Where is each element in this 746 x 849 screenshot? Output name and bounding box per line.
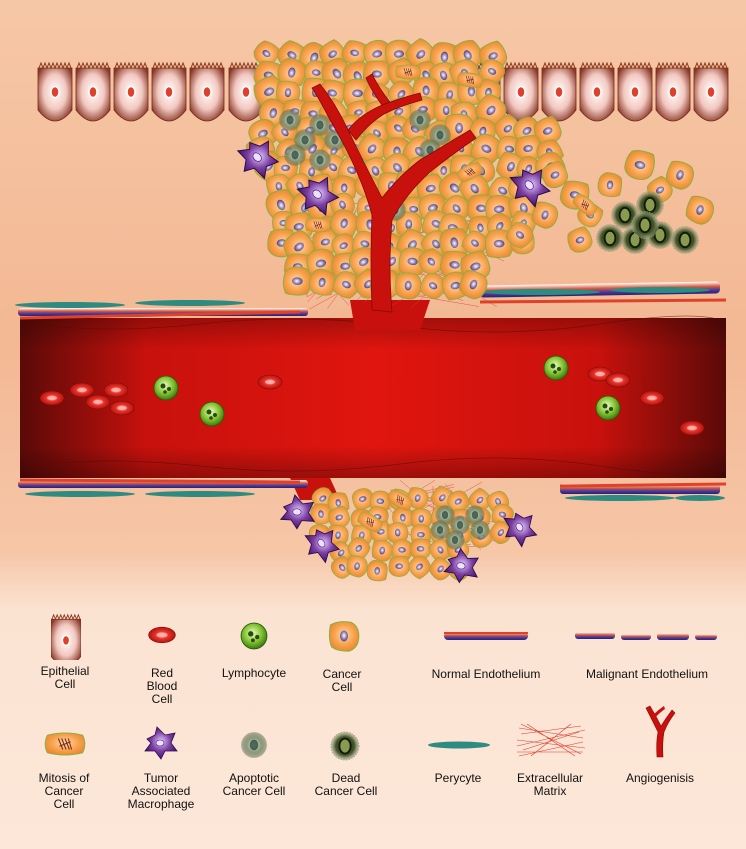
- red-blood-cell: [679, 420, 705, 436]
- epithelial-cell: [693, 62, 729, 122]
- epithelial-cell: [151, 62, 187, 122]
- apoptotic-cancer-cell: [470, 520, 490, 540]
- lymphocyte-icon: [240, 622, 268, 650]
- legend-angiogenesis: Angiogenisis: [625, 771, 695, 785]
- tumor-mass-bottom: [279, 483, 544, 586]
- apoptotic-cancer-cell: [445, 530, 465, 550]
- apoptotic-cancer-cell: [309, 149, 331, 171]
- cancer-cell: [564, 224, 596, 256]
- epithelial-cell: [503, 62, 539, 122]
- red-blood-cell: [85, 394, 111, 410]
- epithelial-cell: [75, 62, 111, 122]
- lymphocyte: [199, 401, 225, 427]
- normal-endothelium-icon: [444, 632, 528, 640]
- red-blood-cell: [605, 372, 631, 388]
- legend-malignant-endothelium: Malignant Endothelium: [585, 667, 709, 681]
- red-blood-cell: [103, 382, 129, 398]
- epithelial-cell: [541, 62, 577, 122]
- blood-vessel: [19, 300, 727, 500]
- red-blood-cell: [69, 382, 95, 398]
- apoptotic-cancer-cell: [409, 109, 431, 131]
- tumor-microenvironment-illustration: [15, 35, 729, 586]
- apoptotic-cell-icon: [241, 732, 267, 758]
- angiogenesis-vessel: [311, 73, 477, 313]
- epithelial-cell-icon: [51, 614, 81, 660]
- mitosis-cell: [394, 64, 422, 80]
- dead-cancer-cell: [630, 210, 660, 240]
- cancer-cell: [596, 170, 624, 199]
- angiogenesis-icon: [645, 705, 676, 758]
- macrophage-icon: [144, 726, 178, 760]
- cancer-cell: [622, 147, 658, 183]
- cancer-cell: [394, 271, 423, 300]
- legend-lymphocyte: Lymphocyte: [221, 666, 287, 680]
- red-blood-cell-icon: [148, 626, 176, 644]
- red-blood-cell: [639, 390, 665, 406]
- red-blood-cell: [257, 374, 283, 390]
- extracellular-matrix-icon: [517, 723, 585, 757]
- epithelial-cell: [579, 62, 615, 122]
- red-blood-cell: [109, 400, 135, 416]
- cancer-cell-icon: [328, 621, 360, 652]
- lymphocyte: [543, 355, 569, 381]
- dead-cancer-cell: [595, 223, 625, 253]
- red-blood-cell: [39, 390, 65, 406]
- cancer-cell: [682, 192, 718, 228]
- malignant-endothelium-icon: [575, 632, 717, 640]
- lymphocyte: [153, 375, 179, 401]
- dead-cell-icon: [330, 731, 360, 761]
- cancer-cell: [365, 559, 389, 583]
- apoptotic-cancer-cell: [279, 109, 301, 131]
- epithelial-cell: [37, 62, 73, 122]
- epithelial-cell: [655, 62, 691, 122]
- cancer-cell: [370, 538, 395, 563]
- perycyte-icon: [428, 741, 490, 749]
- legend-perycyte: Perycyte: [434, 771, 482, 785]
- epithelial-cell: [113, 62, 149, 122]
- cancer-cell: [388, 555, 410, 578]
- apoptotic-cancer-cell: [284, 144, 306, 166]
- epithelial-cell: [189, 62, 225, 122]
- legend-normal-endothelium: Normal Endothelium: [431, 667, 541, 681]
- endothelium-top: [15, 281, 727, 320]
- lymphocyte: [595, 395, 621, 421]
- mitosis-cell-icon: [44, 732, 86, 756]
- endothelium-bottom: [18, 478, 727, 501]
- dead-cancer-cell: [670, 225, 700, 255]
- cancer-cell: [281, 265, 314, 297]
- mitosis-cell: [304, 217, 332, 233]
- epithelial-cell: [617, 62, 653, 122]
